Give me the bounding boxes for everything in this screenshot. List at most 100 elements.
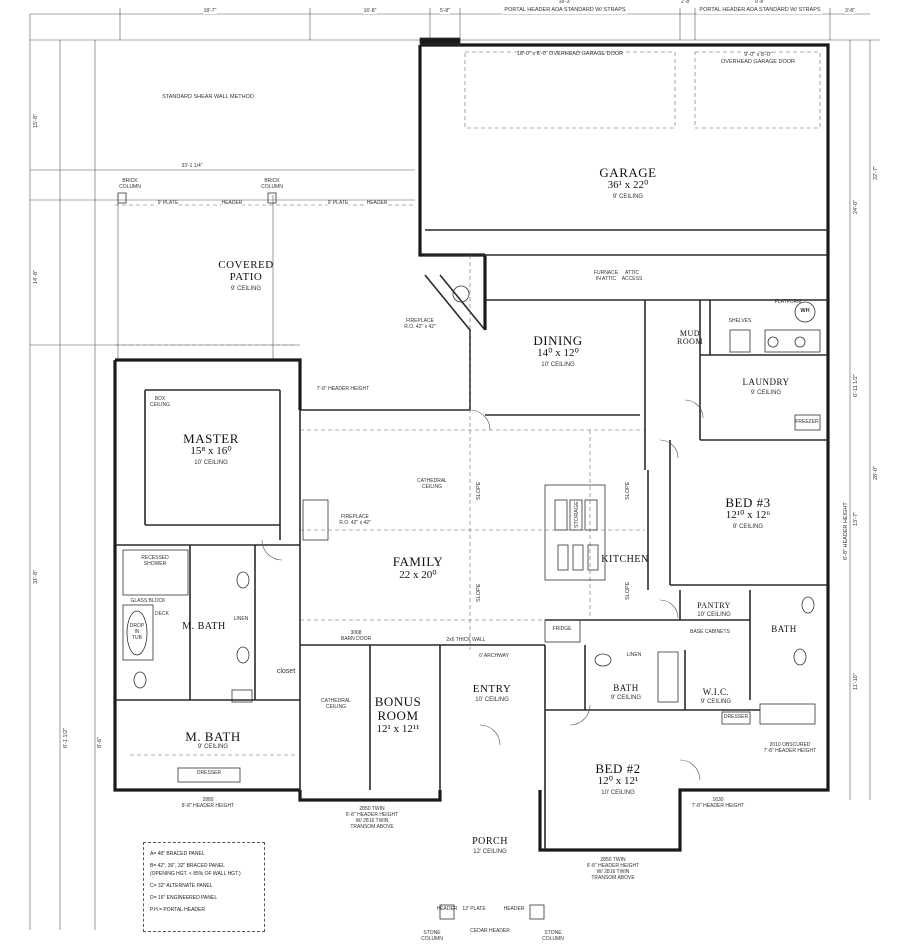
drop-in-tub-note: DROP IN TUB [129, 623, 145, 641]
patio-label: COVERED PATIO [218, 259, 274, 283]
glass-block-note: GLASS BLOCK [130, 598, 166, 604]
dim-top-1: 18'-7" [203, 8, 217, 14]
fixtures [117, 37, 821, 920]
master-size: 15⁸ x 16⁰ [190, 445, 232, 457]
dim-left-1: 15'-8" [33, 113, 39, 128]
brick-column-right: BRICK COLUMN [261, 178, 283, 190]
slope-note-1: SLOPE [476, 481, 482, 500]
pantry-ceiling: 10' CEILING [697, 612, 731, 618]
header-porch-right-note: HEADER [503, 906, 525, 912]
slope-note-4: SLOPE [625, 581, 631, 600]
m-bath-lower-label: M. BATH [185, 729, 241, 744]
m-bath-upper-label: M. BATH [182, 621, 226, 632]
recessed-shower-note: RECESSED SHOWER [141, 555, 169, 567]
bath-mid-label: BATH [613, 683, 639, 693]
dim-left-4: 6'-1 1/2" [63, 727, 69, 748]
garage-label: GARAGE [599, 165, 657, 180]
interior-walls [115, 229, 828, 850]
shear-wall-note: STANDARD SHEAR WALL METHOD [162, 94, 254, 100]
legend-item: B= 42", 36", 32" BRACED PANEL [150, 863, 225, 869]
storage-note: STORAGE [574, 501, 580, 528]
dim-right-3: 6'-11 1/2" [853, 374, 859, 397]
garage-door-note-1: 18'-0" x 8'-0" OVERHEAD GARAGE DOOR [516, 51, 624, 57]
fridge-note-1: FRIDGE [552, 626, 572, 632]
bonus-room-size: 12¹ x 12¹¹ [376, 723, 420, 735]
bed2-size: 12⁰ x 12¹ [597, 775, 639, 787]
bed2-label: BED #2 [595, 761, 641, 776]
portal-header-note-2: PORTAL HEADER ADA STANDARD W/ STRAPS [697, 7, 823, 14]
dim-left-3: 31'-8" [33, 569, 39, 584]
plate-right: 9' PLATE [327, 200, 349, 206]
bed2-ceiling: 10' CEILING [601, 790, 635, 796]
legend-item: (OPENING HGT. < 85% OF WALL HGT.) [150, 871, 241, 877]
legend-item: A= 48" BRACED PANEL [150, 851, 205, 857]
dim-top-3: 5'-8" [440, 8, 450, 14]
garage-size: 36¹ x 22⁰ [607, 179, 649, 191]
entry-label: ENTRY [472, 683, 512, 695]
dim-right-4: 28'-0" [873, 465, 879, 480]
door-swings [261, 399, 704, 781]
header-porch-left-note: HEADER [436, 906, 458, 912]
shelves-note: SHELVES [728, 318, 752, 324]
bed3-ceiling: 9' CEILING [732, 524, 764, 530]
bed3-label: BED #3 [725, 495, 771, 510]
pantry-label: PANTRY [697, 601, 731, 610]
porch-label: PORCH [472, 836, 508, 847]
laundry-ceiling: 9' CEILING [750, 390, 782, 396]
dresser-left-note: DRESSER [196, 770, 222, 776]
patio-ceiling: 9' CEILING [230, 286, 262, 292]
entry-ceiling: 10' CEILING [475, 697, 509, 703]
dim-right-1: 22'-7" [873, 165, 879, 180]
garage-door-note-2: 9'-0" x 8'-0" OVERHEAD GARAGE DOOR [721, 52, 795, 65]
bed3-size: 12¹⁰ x 12⁶ [725, 509, 771, 521]
legend-item: P.H.= PORTAL HEADER [150, 907, 205, 913]
fireplace-mid-note: FIREPLACE R.O. 42" x 42" [339, 514, 371, 526]
header-height-left-note: 2880 8'-8" HEADER HEIGHT [181, 797, 235, 809]
linen-note-1: LINEN [233, 616, 249, 622]
header-1630-note: 1630 7'-8" HEADER HEIGHT [691, 797, 745, 809]
freezer-note: FREEZER [795, 419, 819, 425]
master-label: MASTER [183, 431, 239, 446]
base-cabinets-note: BASE CABINETS [690, 629, 730, 635]
water-heater-label: WH [800, 308, 810, 314]
plate-left: 9' PLATE [157, 200, 179, 206]
wic-label: W.I.C. [702, 687, 730, 697]
dim-top-2: 16'-8" [363, 8, 377, 14]
dim-patio-width: 33'-1 1/4" [181, 163, 203, 169]
closet-note: closet [276, 668, 296, 675]
deck-note: DECK [155, 611, 169, 617]
wic-ceiling: 9' CEILING [700, 699, 732, 705]
header-left: HEADER [221, 200, 243, 206]
dim-left-5: 8'-6" [97, 737, 103, 748]
header-right: HEADER [366, 200, 388, 206]
family-label: FAMILY [392, 554, 444, 569]
cathedral-bonus-note: CATHEDRAL CEILING [321, 698, 351, 710]
porch-ceiling: 12' CEILING [473, 849, 507, 855]
master-ceiling: 10' CEILING [194, 460, 228, 466]
linen-note-2: LINEN [626, 652, 642, 658]
stone-column-right: STONE COLUMN [542, 930, 564, 942]
dimension-lines [29, 8, 880, 930]
dim-left-2: 14'-8" [33, 269, 39, 284]
cathedral-ceiling-note: CATHEDRAL CEILING [417, 478, 447, 490]
dining-ceiling: 10' CEILING [541, 362, 575, 368]
garage-ceiling: 9' CEILING [612, 194, 644, 200]
portal-header-note-1: PORTAL HEADER ADA STANDARD W/ STRAPS [502, 7, 628, 14]
header-height-note-2: 6'-8" HEADER HEIGHT [843, 502, 849, 560]
furnace-note: FURNACE IN ATTIC [593, 270, 619, 282]
family-size: 22 x 20⁰ [399, 569, 437, 581]
legend-item: C= 32" ALTERNATE PANEL [150, 883, 213, 889]
fireplace-top-note: FIREPLACE R.O. 42" x 42" [404, 318, 436, 330]
archway-note: 6' ARCHWAY [479, 653, 509, 659]
stone-column-left: STONE COLUMN [421, 930, 443, 942]
dim-top-4: 18'-3" [558, 0, 572, 5]
thick-wall-note: 2x6 THICK WALL [446, 637, 486, 643]
brick-column-left: BRICK COLUMN [119, 178, 141, 190]
bonus-room-label: BONUS ROOM [374, 694, 422, 723]
slope-note-2: SLOPE [476, 583, 482, 602]
header-height-note-1: 7'-8" HEADER HEIGHT [316, 386, 370, 392]
bath-mid-ceiling: 9' CEILING [610, 695, 642, 701]
platform-note: PLATFORM [774, 299, 802, 305]
laundry-label: LAUNDRY [742, 377, 790, 387]
dim-right-6: 11'-10" [853, 673, 859, 690]
